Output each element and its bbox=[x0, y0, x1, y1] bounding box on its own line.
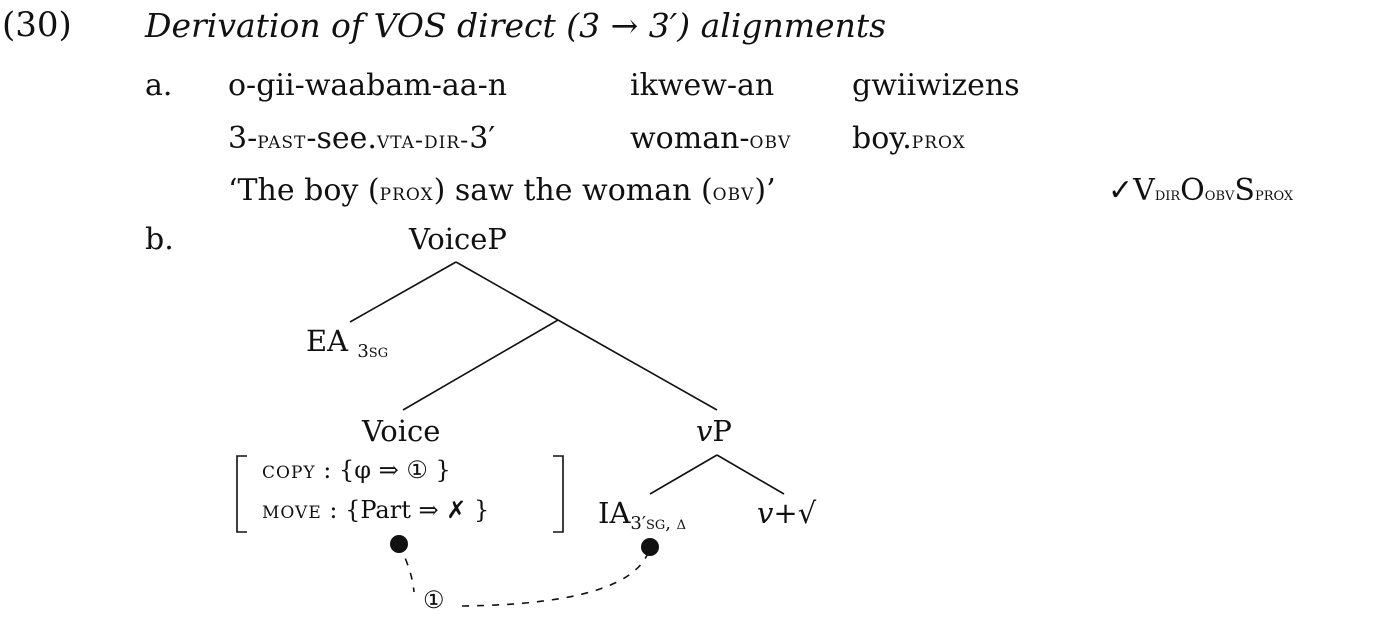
gloss-boy: boy.prox bbox=[852, 121, 966, 156]
gloss-3prime: 3′ bbox=[469, 121, 496, 156]
translation-part-1: ‘The boy ( bbox=[228, 173, 380, 208]
branch-vp-vroot bbox=[716, 454, 785, 495]
node-v-root-v: v bbox=[757, 496, 774, 530]
gloss-obv: obv bbox=[749, 126, 792, 154]
branch-vp-ia bbox=[649, 454, 718, 495]
node-voicep: VoiceP bbox=[409, 222, 507, 256]
feature-move-label: move bbox=[262, 496, 322, 524]
branch-voicep-ea bbox=[349, 261, 457, 323]
example-title: Derivation of VOS direct (3 → 3′) alignm… bbox=[145, 6, 887, 45]
word-boy: gwiiwizens bbox=[852, 68, 1020, 103]
movement-link-right bbox=[461, 546, 651, 607]
goal-dot-probe bbox=[390, 535, 408, 553]
order-o: O bbox=[1180, 173, 1205, 208]
word-woman: ikwew-an bbox=[630, 68, 775, 103]
link-label: ① bbox=[423, 586, 445, 614]
order-s: S bbox=[1234, 173, 1255, 208]
branch-vbar-vp bbox=[557, 319, 718, 411]
free-translation: ‘The boy (prox) saw the woman (obv)’ bbox=[228, 173, 776, 208]
gloss-verb: 3-past-see.vta-dir-3′ bbox=[228, 121, 495, 156]
feature-copy-label: copy bbox=[262, 456, 316, 484]
feature-bracket-left bbox=[236, 455, 247, 533]
node-ea-label: EA bbox=[306, 324, 349, 358]
checkmark-icon: ✓ bbox=[1108, 173, 1134, 208]
branch-voicep-vbar bbox=[455, 261, 559, 321]
goal-dot-ia bbox=[641, 538, 659, 556]
node-voice: Voice bbox=[362, 414, 441, 448]
order-v: V bbox=[1133, 173, 1155, 208]
branch-vbar-voice bbox=[402, 319, 559, 411]
example-number: (30) bbox=[2, 5, 72, 45]
node-ia-sub: 3′sg, δ bbox=[630, 513, 687, 534]
word-order-judgement: ✓VdirOobvSprox bbox=[1108, 173, 1293, 208]
node-ia: IA3′sg, δ bbox=[598, 496, 686, 534]
gloss-see: -see. bbox=[306, 121, 377, 156]
gloss-verb-person: 3- bbox=[228, 121, 258, 156]
feature-bracket-right bbox=[553, 455, 564, 533]
gloss-woman: woman-obv bbox=[630, 121, 791, 156]
gloss-prox: prox bbox=[911, 126, 966, 154]
subexample-b-label: b. bbox=[145, 222, 174, 257]
node-ea: EA 3sg bbox=[306, 324, 388, 362]
node-v-root-rest: +√ bbox=[773, 496, 817, 530]
feature-move-value: : {Part ⇒ ✗ } bbox=[329, 496, 490, 524]
feature-copy: copy : {φ ⇒ ① } bbox=[262, 456, 451, 484]
translation-part-2: ) saw the woman ( bbox=[433, 173, 713, 208]
node-ia-label: IA bbox=[598, 496, 631, 530]
translation-part-3: )’ bbox=[754, 173, 776, 208]
order-o-sub: obv bbox=[1204, 184, 1235, 205]
node-vp-v: v bbox=[696, 414, 713, 448]
feature-copy-value: : {φ ⇒ ① } bbox=[323, 456, 451, 484]
gloss-vta: vta bbox=[376, 126, 415, 154]
gloss-woman-stem: woman- bbox=[630, 121, 750, 156]
translation-prox: prox bbox=[379, 178, 434, 206]
feature-move: move : {Part ⇒ ✗ } bbox=[262, 496, 489, 524]
node-vp-p: P bbox=[712, 414, 732, 448]
translation-obv: obv bbox=[712, 178, 755, 206]
word-verb: o-gii-waabam-aa-n bbox=[228, 68, 508, 103]
node-ea-sub: 3sg bbox=[357, 341, 389, 362]
node-v-root: v+√ bbox=[757, 496, 816, 530]
gloss-past: past bbox=[257, 126, 307, 154]
node-vp: vP bbox=[696, 414, 732, 448]
subexample-a-label: a. bbox=[145, 68, 173, 103]
gloss-boy-stem: boy. bbox=[852, 121, 912, 156]
order-v-sub: dir bbox=[1154, 184, 1181, 205]
gloss-dir: -dir- bbox=[414, 126, 470, 154]
order-s-sub: prox bbox=[1254, 184, 1294, 205]
